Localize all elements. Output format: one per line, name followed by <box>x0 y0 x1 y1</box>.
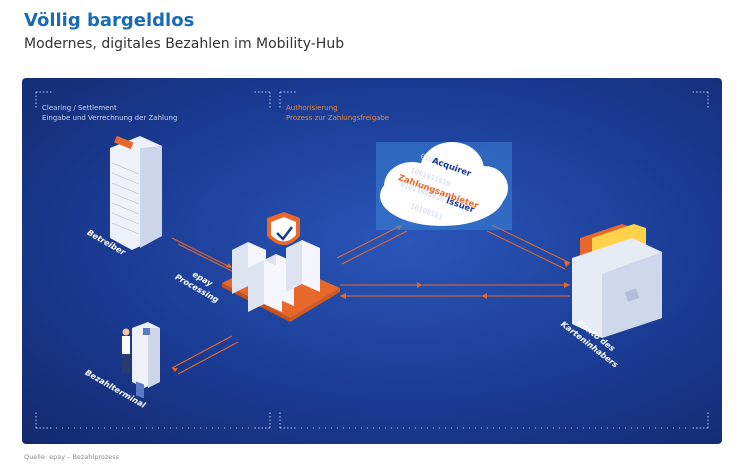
zone-brackets <box>35 91 709 429</box>
flow-arrows <box>171 224 571 375</box>
wallet-icon <box>572 224 662 338</box>
arrow-heads <box>172 225 570 372</box>
diagram-panel: 010010110 1001011010 01011001010 1010010… <box>22 78 722 444</box>
zone-left-label: Clearing / Settlement Eingabe und Verrec… <box>42 103 177 123</box>
diagram-graphics: 010010110 1001011010 01011001010 1010010… <box>35 91 709 429</box>
source-note: Quelle: epay – Bezahlprozess <box>24 453 120 461</box>
payment-cloud: 010010110 1001011010 01011001010 1010010… <box>376 142 512 230</box>
zone-left-subtitle: Eingabe und Verrechnung der Zahlung <box>42 114 178 122</box>
zone-right-label: Authorisierung Prozess zur Zahlungsfreig… <box>286 103 389 123</box>
payment-terminal-icon <box>122 322 160 399</box>
zone-left-title: Clearing / Settlement <box>42 104 117 112</box>
operator-building-icon <box>110 135 162 250</box>
page-title: Völlig bargeldlos <box>24 10 195 31</box>
page-subtitle: Modernes, digitales Bezahlen im Mobility… <box>24 36 345 52</box>
zone-right-title: Authorisierung <box>286 104 338 112</box>
server-stack-icon <box>222 212 340 322</box>
zone-right-subtitle: Prozess zur Zahlungsfreigabe <box>286 114 390 122</box>
